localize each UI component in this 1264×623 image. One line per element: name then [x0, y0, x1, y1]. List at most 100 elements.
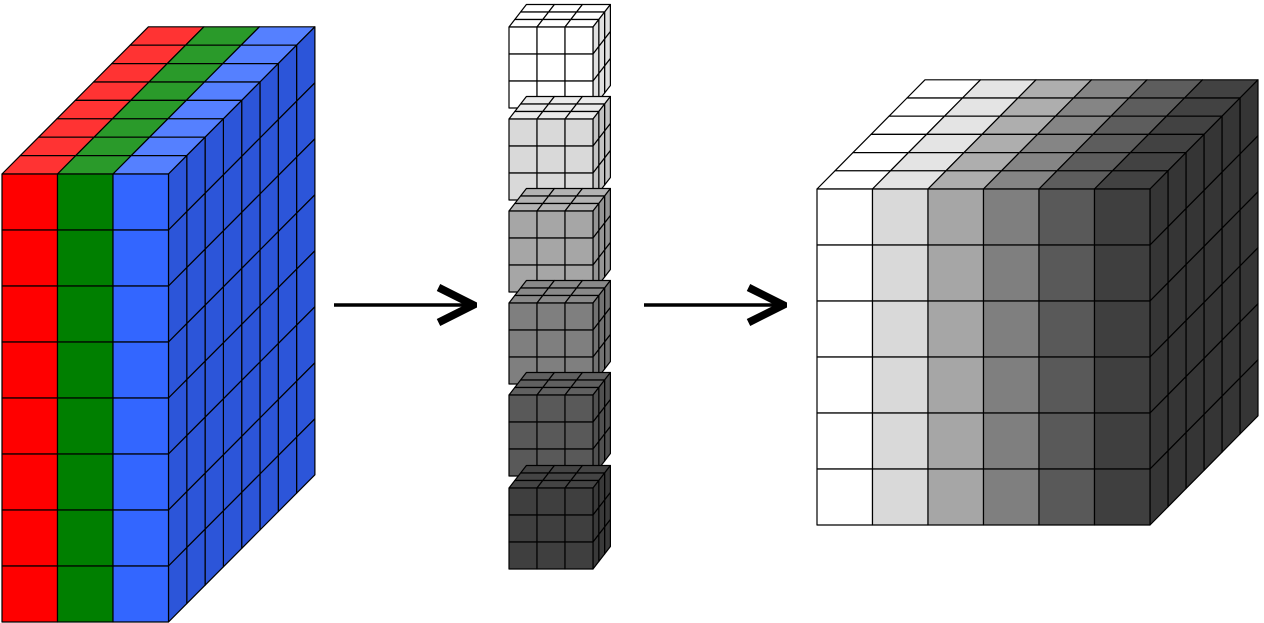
input-front-cell	[112, 229, 170, 287]
output-front-cell	[982, 468, 1040, 526]
kernel-front-cell	[508, 210, 538, 239]
input-front-cell	[112, 397, 170, 455]
input-front-cell	[56, 509, 114, 567]
kernel-front-cell	[564, 514, 594, 543]
kernel-front-cell	[508, 487, 538, 516]
kernel-3	[508, 187, 612, 293]
kernel-front-cell	[564, 26, 594, 55]
output-front-cell	[1093, 188, 1151, 246]
kernel-front-cell	[564, 329, 594, 358]
output-tensor	[816, 79, 1259, 526]
output-front-cell	[1093, 300, 1151, 358]
kernel-front-cell	[536, 26, 566, 55]
kernel-front-cell	[508, 302, 538, 331]
input-front-cell	[1, 173, 59, 231]
kernel-front-cell	[564, 421, 594, 450]
kernel-front-cell	[508, 394, 538, 423]
output-front-cell	[927, 244, 985, 302]
output-front-cell	[927, 412, 985, 470]
output-front-cell	[982, 412, 1040, 470]
kernel-front-cell	[536, 487, 566, 516]
input-front-cell	[1, 285, 59, 343]
kernel-front-cell	[536, 541, 566, 570]
kernel-front-cell	[536, 329, 566, 358]
kernel-1	[508, 3, 612, 109]
output-front-cell	[1038, 188, 1096, 246]
input-front-cell	[112, 173, 170, 231]
kernel-front-cell	[564, 53, 594, 82]
output-front-cell	[816, 356, 874, 414]
input-front-cell	[112, 341, 170, 399]
input-front-cell	[112, 509, 170, 567]
input-front-cell	[112, 453, 170, 511]
output-front-cell	[816, 300, 874, 358]
kernel-5	[508, 371, 612, 477]
output-front-cell	[871, 188, 929, 246]
output-front-cell	[1038, 468, 1096, 526]
output-front-cell	[982, 244, 1040, 302]
input-tensor	[1, 26, 316, 623]
kernel-front-cell	[536, 394, 566, 423]
kernel-front-cell	[564, 145, 594, 174]
input-front-cell	[1, 565, 59, 623]
input-front-cell	[56, 565, 114, 623]
kernel-front-cell	[508, 421, 538, 450]
kernel-front-cell	[536, 237, 566, 266]
kernel-stack	[508, 3, 612, 570]
output-front-cell	[871, 468, 929, 526]
kernel-front-cell	[564, 237, 594, 266]
input-front-cell	[56, 397, 114, 455]
output-front-cell	[927, 468, 985, 526]
output-front-cell	[816, 188, 874, 246]
input-front-cell	[112, 285, 170, 343]
output-front-cell	[1093, 412, 1151, 470]
kernel-front-cell	[508, 237, 538, 266]
kernel-front-cell	[536, 421, 566, 450]
kernel-2	[508, 95, 612, 201]
output-front-cell	[1093, 356, 1151, 414]
output-front-cell	[927, 356, 985, 414]
output-front-cell	[816, 412, 874, 470]
output-front-cell	[927, 300, 985, 358]
kernel-front-cell	[564, 487, 594, 516]
kernel-front-cell	[508, 329, 538, 358]
input-front-cell	[1, 453, 59, 511]
kernel-front-cell	[508, 541, 538, 570]
kernel-front-cell	[508, 53, 538, 82]
kernel-4	[508, 279, 612, 385]
output-front-cell	[1038, 300, 1096, 358]
kernel-6	[508, 464, 612, 570]
input-front-cell	[112, 565, 170, 623]
kernel-front-cell	[536, 514, 566, 543]
output-front-cell	[1093, 468, 1151, 526]
output-front-cell	[1093, 244, 1151, 302]
output-front-cell	[871, 412, 929, 470]
kernel-front-cell	[508, 26, 538, 55]
kernel-front-cell	[536, 53, 566, 82]
output-front-cell	[1038, 356, 1096, 414]
input-front-cell	[1, 509, 59, 567]
input-front-cell	[56, 229, 114, 287]
kernel-front-cell	[564, 302, 594, 331]
output-front-cell	[871, 356, 929, 414]
input-front-cell	[56, 453, 114, 511]
kernel-front-cell	[536, 118, 566, 147]
kernel-front-cell	[564, 118, 594, 147]
kernel-front-cell	[508, 118, 538, 147]
kernel-front-cell	[564, 541, 594, 570]
output-front-cell	[1038, 412, 1096, 470]
output-front-cell	[816, 468, 874, 526]
output-front-cell	[816, 244, 874, 302]
input-front-cell	[1, 229, 59, 287]
input-front-cell	[56, 285, 114, 343]
output-front-cell	[871, 244, 929, 302]
output-front-cell	[982, 188, 1040, 246]
input-front-cell	[56, 173, 114, 231]
input-front-cell	[1, 397, 59, 455]
input-front-cell	[1, 341, 59, 399]
kernel-front-cell	[564, 210, 594, 239]
kernel-front-cell	[508, 145, 538, 174]
kernel-front-cell	[508, 514, 538, 543]
output-front-cell	[982, 300, 1040, 358]
